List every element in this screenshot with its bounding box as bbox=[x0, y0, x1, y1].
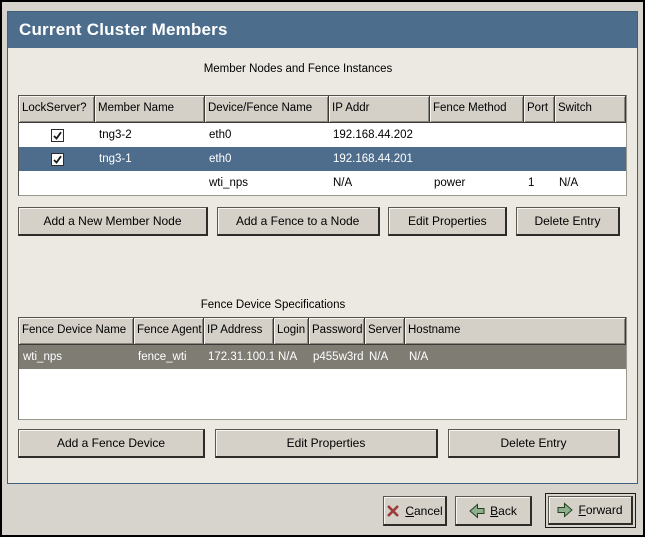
fence-table-caption: Fence Device Specifications bbox=[200, 299, 346, 311]
edit-fence-properties-button[interactable]: Edit Properties bbox=[215, 429, 438, 458]
lockserver-cell bbox=[19, 123, 95, 147]
forward-label: Forward bbox=[578, 503, 623, 517]
port-cell bbox=[524, 147, 555, 171]
back-arrow-icon bbox=[469, 502, 485, 519]
switch-cell: N/A bbox=[559, 177, 579, 189]
forward-arrow-icon bbox=[557, 502, 574, 518]
server-cell: N/A bbox=[369, 351, 389, 363]
col-fence-device-name[interactable]: Fence Device Name bbox=[19, 318, 134, 345]
col-login[interactable]: Login bbox=[274, 318, 309, 345]
col-server[interactable]: Server bbox=[365, 318, 405, 345]
lockserver-cell bbox=[19, 147, 95, 171]
hostname-cell: N/A bbox=[409, 351, 429, 363]
login-cell: N/A bbox=[278, 351, 298, 363]
col-hostname[interactable]: Hostname bbox=[405, 318, 626, 345]
switch-cell bbox=[555, 147, 628, 171]
device-cell: eth0 bbox=[209, 153, 232, 165]
forward-button[interactable]: Forward bbox=[548, 496, 633, 525]
page-title: Current Cluster Members bbox=[8, 12, 637, 48]
device-cell: wti_nps bbox=[209, 177, 248, 189]
port-cell bbox=[524, 123, 555, 147]
fence-table-header: Fence Device Name Fence Agent IP Address… bbox=[19, 318, 626, 345]
table-row[interactable]: tng3-2 eth0 192.168.44.202 bbox=[19, 123, 626, 147]
fence-agent-cell: fence_wti bbox=[138, 351, 187, 363]
col-fence-method[interactable]: Fence Method bbox=[430, 96, 524, 123]
add-member-node-button[interactable]: Add a New Member Node bbox=[18, 207, 208, 236]
member-table: LockServer? Member Name Device/Fence Nam… bbox=[18, 95, 627, 196]
col-lockserver[interactable]: LockServer? bbox=[19, 96, 95, 123]
ip-cell: N/A bbox=[333, 177, 353, 189]
col-switch[interactable]: Switch bbox=[555, 96, 626, 123]
ip-cell: 192.168.44.201 bbox=[333, 153, 413, 165]
ip-address-cell: 172.31.100.1 bbox=[208, 351, 274, 363]
check-icon bbox=[52, 155, 62, 164]
fence-table-buttons: Add a Fence Device Edit Properties Delet… bbox=[18, 429, 620, 458]
lockserver-checkbox[interactable] bbox=[50, 128, 64, 142]
member-name-cell: tng3-1 bbox=[99, 153, 132, 165]
member-name-cell bbox=[95, 171, 205, 195]
back-button[interactable]: Back bbox=[455, 496, 532, 526]
cancel-x-icon bbox=[386, 504, 400, 518]
switch-cell bbox=[555, 123, 628, 147]
add-fence-device-button[interactable]: Add a Fence Device bbox=[18, 429, 205, 458]
delete-fence-entry-button[interactable]: Delete Entry bbox=[448, 429, 620, 458]
device-cell: eth0 bbox=[209, 129, 232, 141]
fence-method-cell bbox=[430, 123, 524, 147]
member-name-cell: tng3-2 bbox=[99, 129, 132, 141]
fence-table: Fence Device Name Fence Agent IP Address… bbox=[18, 317, 627, 420]
port-cell: 1 bbox=[528, 177, 535, 189]
password-cell: p455w3rd bbox=[313, 351, 364, 363]
lockserver-cell bbox=[19, 171, 95, 195]
member-table-caption: Member Nodes and Fence Instances bbox=[203, 63, 393, 75]
content-panel: Current Cluster Members Member Nodes and… bbox=[7, 11, 638, 484]
col-fence-agent[interactable]: Fence Agent bbox=[134, 318, 204, 345]
col-member-name[interactable]: Member Name bbox=[95, 96, 205, 123]
col-port[interactable]: Port bbox=[524, 96, 555, 123]
check-icon bbox=[52, 131, 62, 140]
col-device-fence-name[interactable]: Device/Fence Name bbox=[205, 96, 329, 123]
table-row-selected[interactable]: wti_nps fence_wti 172.31.100.1 N/A p455w… bbox=[19, 345, 626, 369]
fence-method-cell: power bbox=[434, 177, 466, 189]
add-fence-to-node-button[interactable]: Add a Fence to a Node bbox=[216, 207, 380, 236]
col-ip-address[interactable]: IP Address bbox=[204, 318, 274, 345]
delete-member-entry-button[interactable]: Delete Entry bbox=[515, 207, 620, 236]
member-table-header: LockServer? Member Name Device/Fence Nam… bbox=[19, 96, 626, 123]
edit-member-properties-button[interactable]: Edit Properties bbox=[388, 207, 508, 236]
forward-button-default-ring: Forward bbox=[545, 493, 636, 528]
ip-cell: 192.168.44.202 bbox=[333, 129, 413, 141]
fence-method-cell bbox=[430, 147, 524, 171]
table-row[interactable]: wti_nps N/A power 1 N/A bbox=[19, 171, 626, 195]
table-row-selected[interactable]: tng3-1 eth0 192.168.44.201 bbox=[19, 147, 626, 171]
back-label: Back bbox=[490, 503, 517, 518]
cancel-button[interactable]: Cancel bbox=[383, 496, 447, 526]
member-table-buttons: Add a New Member Node Add a Fence to a N… bbox=[18, 207, 620, 236]
col-ip-addr[interactable]: IP Addr bbox=[329, 96, 430, 123]
cancel-label: Cancel bbox=[405, 503, 443, 518]
lockserver-checkbox[interactable] bbox=[50, 152, 64, 166]
col-password[interactable]: Password bbox=[309, 318, 365, 345]
fence-name-cell: wti_nps bbox=[23, 351, 62, 363]
